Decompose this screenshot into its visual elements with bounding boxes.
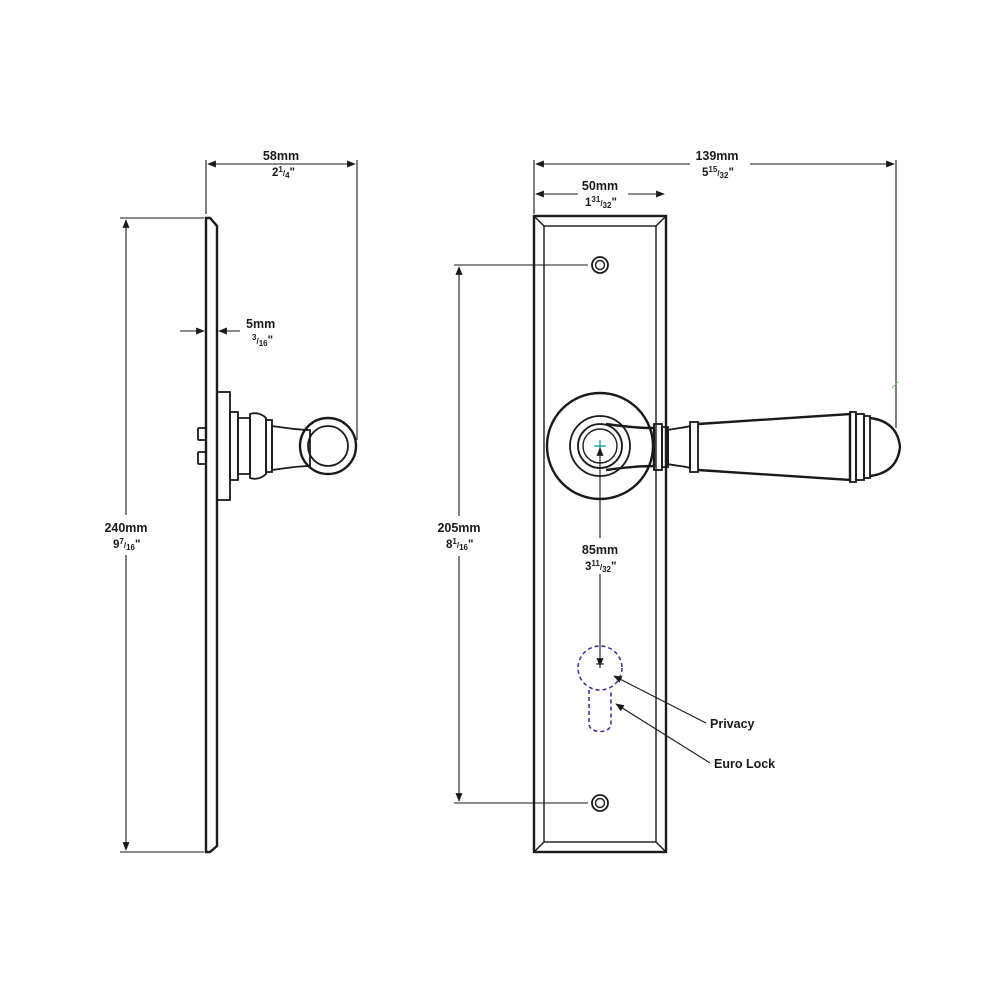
side-lever-neck — [237, 417, 251, 475]
side-lever-end-outer — [298, 416, 358, 476]
dim-205mm-inch: 81/16" — [446, 537, 473, 552]
front-euro-lock-outline — [588, 690, 612, 733]
side-lever-collar-ring — [265, 419, 273, 473]
dim-139mm-inch: 515/32" — [702, 165, 734, 180]
side-backplate — [204, 216, 219, 854]
dim-240mm-label: 240mm — [104, 521, 147, 535]
dim-58mm-inch: 21/4" — [272, 165, 295, 180]
side-lever-end-inner — [307, 425, 349, 467]
dim-50mm-label: 50mm — [582, 179, 618, 193]
front-fixing-hole-bottom — [591, 794, 609, 812]
front-backplate-outer — [532, 214, 668, 854]
dim-85mm-label: 85mm — [582, 543, 618, 557]
side-screw-bottom — [197, 451, 207, 465]
dim-58mm-label: 58mm — [263, 149, 299, 163]
side-rose-inner — [229, 411, 239, 481]
dim-5mm-label: 5mm — [246, 317, 275, 331]
side-screw-top — [197, 427, 207, 441]
front-fixing-hole-top — [591, 256, 609, 274]
dim-240mm-inch: 97/16" — [113, 537, 140, 552]
side-rose — [216, 391, 231, 501]
side-lever-collar — [249, 412, 267, 480]
dim-5mm-inch: 3/16" — [252, 333, 273, 348]
euro-lock-label: Euro Lock — [714, 757, 775, 771]
privacy-label: Privacy — [710, 717, 755, 731]
front-lever-neck — [667, 424, 691, 470]
front-lever-tip — [869, 416, 902, 478]
privacy-leader — [613, 675, 707, 724]
dim-85mm-inch: 311/32" — [585, 559, 616, 574]
front-backplate-inner — [543, 225, 657, 843]
front-lever-arm — [697, 412, 852, 482]
front-view: 139mm 515/32" 50mm 131/32" 205mm 81/16" … — [430, 146, 902, 854]
dim-205mm-label: 205mm — [437, 521, 480, 535]
euro-lock-leader — [615, 703, 711, 764]
dim-50mm-inch: 131/32" — [585, 195, 617, 210]
dim-139mm-label: 139mm — [695, 149, 738, 163]
side-view: 58mm 21/4" 5mm 3/16" 240mm 97/16" — [98, 149, 358, 854]
front-privacy-outline — [577, 645, 623, 691]
